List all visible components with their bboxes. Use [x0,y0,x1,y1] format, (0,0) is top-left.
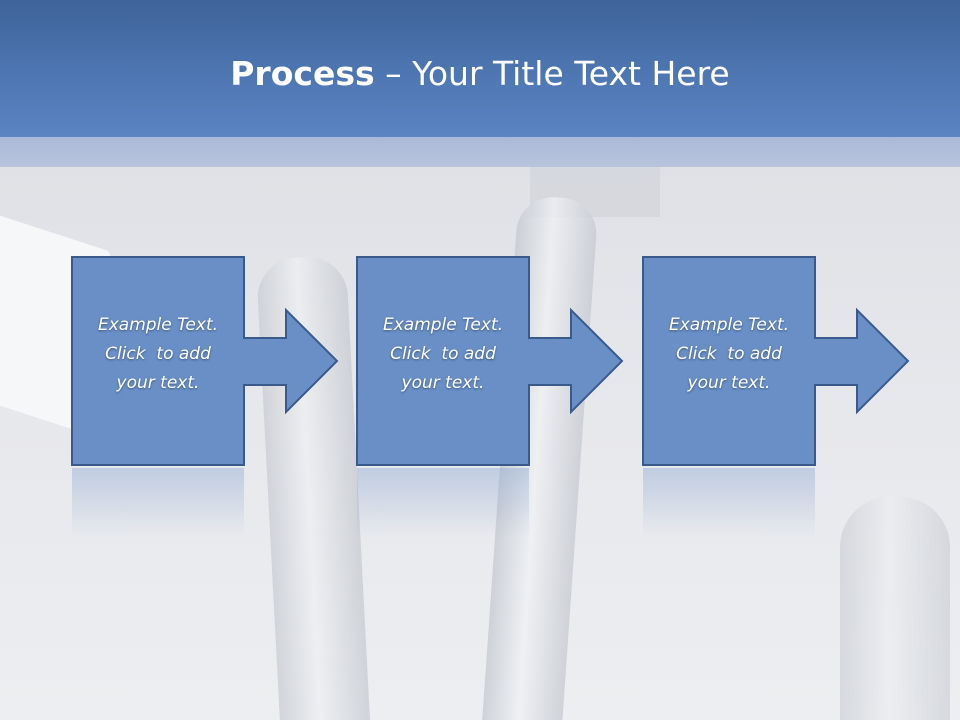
photo-dental-handpiece-right [840,497,950,720]
step-2-line-3: your text. [401,373,485,393]
step-3-line-3: your text. [687,373,771,393]
step-reflections [72,468,815,538]
step-1-reflection [72,468,244,538]
step-3-line-1: Example Text. [668,315,790,335]
step-1-box-arrow [71,256,339,466]
step-2-reflection [357,468,529,538]
process-step-1[interactable] [71,256,339,466]
step-2-line-2: Click to add [390,344,496,364]
slide-title[interactable]: Process – Your Title Text Here [0,52,960,96]
title-bold-word: Process [230,54,375,93]
step-3-text[interactable]: Example Text. Click to add your text. [643,311,815,398]
process-step-2[interactable] [356,256,624,466]
step-1-text[interactable]: Example Text. Click to add your text. [72,311,244,398]
step-3-line-2: Click to add [676,344,782,364]
step-2-text[interactable]: Example Text. Click to add your text. [357,311,529,398]
step-1-line-2: Click to add [105,344,211,364]
step-2-box-arrow [356,256,624,466]
process-step-3[interactable] [642,256,910,466]
step-3-reflection [643,468,815,538]
step-1-line-3: your text. [116,373,200,393]
step-3-box-arrow [642,256,910,466]
step-2-line-1: Example Text. [382,315,504,335]
step-1-line-1: Example Text. [97,315,219,335]
header-accent-strip [0,137,960,167]
title-bar [0,0,960,137]
title-rest-text: – Your Title Text Here [374,54,730,93]
